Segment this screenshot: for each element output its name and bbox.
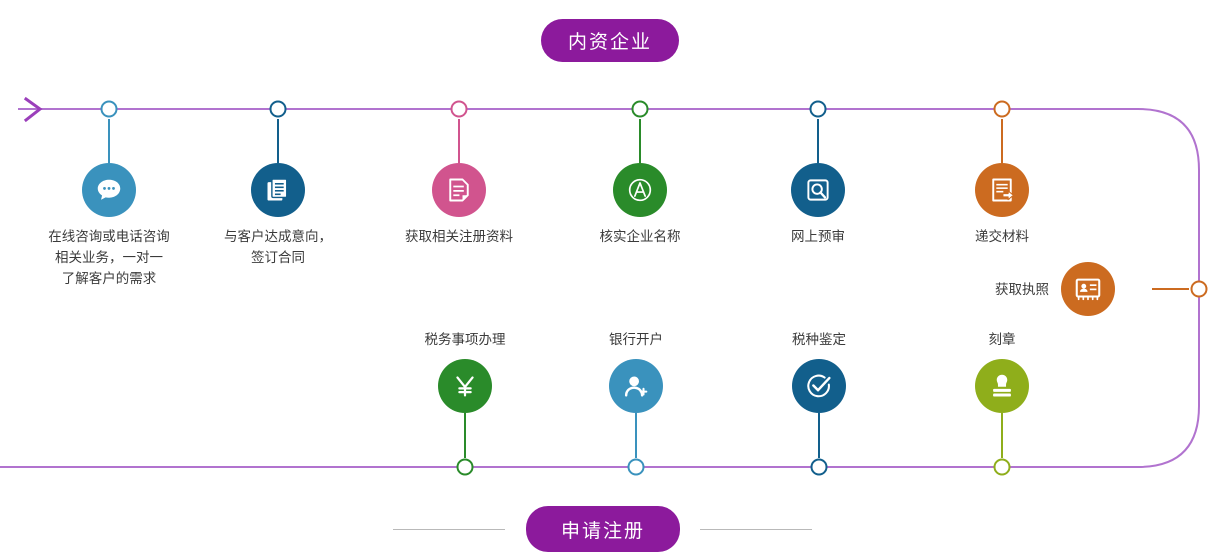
badge-top-title[interactable]: 内资企业 <box>541 19 679 62</box>
marker-top-5 <box>809 100 827 118</box>
marker-top-4 <box>631 100 649 118</box>
document-submit-icon <box>992 178 1014 202</box>
step-label: 网上预审 <box>791 229 845 244</box>
step-icon-circle <box>792 359 846 413</box>
check-circle-icon <box>807 374 831 398</box>
document-folded-icon <box>449 178 469 202</box>
step-node-tax-type[interactable]: 税种鉴定 <box>719 329 919 413</box>
marker-top-6 <box>993 100 1011 118</box>
step-node-carve-seal[interactable]: 刻章 <box>902 329 1102 413</box>
step-node-sign-contract[interactable]: 与客户达成意向， 签订合同 <box>178 163 378 268</box>
badge-rule-right <box>700 529 812 530</box>
step-label: 获取相关注册资料 <box>405 229 513 244</box>
step-label: 获取执照 <box>995 281 1049 297</box>
step-icon-circle <box>1061 262 1115 316</box>
step-node-tax-matters[interactable]: 税务事项办理 <box>365 329 565 413</box>
step-node-get-license[interactable]: 获取执照 <box>995 262 1155 316</box>
step-node-verify-name[interactable]: 核实企业名称 <box>540 163 740 247</box>
step-node-bank-account[interactable]: 银行开户 <box>536 329 736 413</box>
step-label: 递交材料 <box>975 229 1029 244</box>
document-search-icon <box>807 179 829 201</box>
chat-bubble-icon <box>97 179 121 200</box>
step-icon-circle <box>432 163 486 217</box>
step-icon-circle <box>251 163 305 217</box>
step-label: 税务事项办理 <box>424 332 506 347</box>
step-node-submit-materials[interactable]: 递交材料 <box>902 163 1102 247</box>
flow-start-arrow <box>23 96 43 123</box>
marker-license <box>1190 280 1208 298</box>
stamp-icon <box>993 374 1011 397</box>
step-label: 银行开户 <box>609 332 663 347</box>
letter-a-circle-icon <box>628 178 652 202</box>
step-icon-circle <box>975 359 1029 413</box>
step-icon-circle <box>613 163 667 217</box>
marker-bottom-3 <box>810 458 828 476</box>
step-label: 核实企业名称 <box>599 229 681 244</box>
add-person-icon <box>624 376 648 397</box>
step-label: 与客户达成意向， 签订合同 <box>224 229 332 265</box>
badge-top-label: 内资企业 <box>567 32 652 53</box>
step-icon-circle <box>975 163 1029 217</box>
badge-bottom-label: 申请注册 <box>560 520 645 542</box>
step-icon-circle <box>82 163 136 217</box>
marker-bottom-1 <box>456 458 474 476</box>
step-icon-circle <box>791 163 845 217</box>
step-node-get-materials[interactable]: 获取相关注册资料 <box>359 163 559 247</box>
id-card-icon <box>1075 278 1101 301</box>
step-icon-circle <box>438 359 492 413</box>
yuan-currency-icon <box>456 376 474 397</box>
marker-bottom-4 <box>993 458 1011 476</box>
step-node-online-review[interactable]: 网上预审 <box>718 163 918 247</box>
badge-bottom-title[interactable]: 申请注册 <box>526 506 680 552</box>
step-icon-circle <box>609 359 663 413</box>
document-stack-icon <box>267 178 288 201</box>
marker-bottom-2 <box>627 458 645 476</box>
badge-rule-left <box>393 529 505 530</box>
step-label: 税种鉴定 <box>792 332 846 347</box>
marker-top-3 <box>450 100 468 118</box>
marker-top-2 <box>269 100 287 118</box>
step-node-online-consult[interactable]: 在线咨询或电话咨询 相关业务，一对一 了解客户的需求 <box>9 163 209 289</box>
marker-top-1 <box>100 100 118 118</box>
step-label: 刻章 <box>988 332 1016 347</box>
step-label: 在线咨询或电话咨询 相关业务，一对一 了解客户的需求 <box>48 229 170 286</box>
